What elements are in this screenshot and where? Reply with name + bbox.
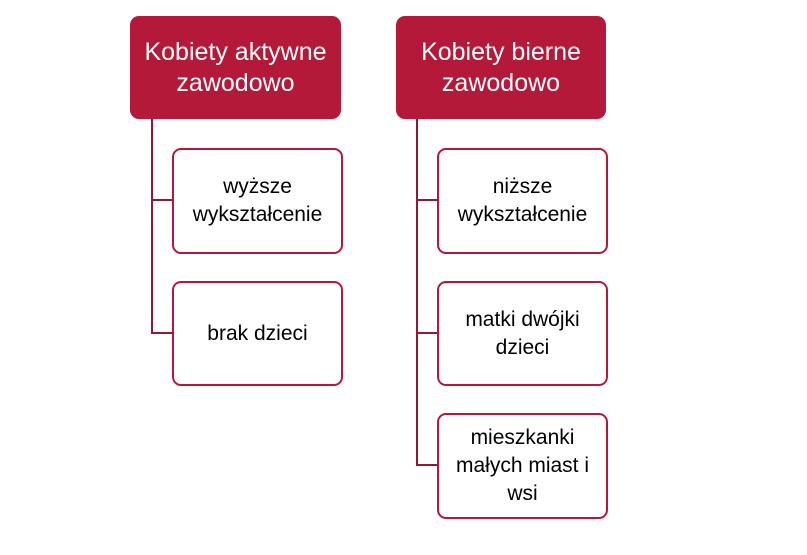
- connector-vertical: [416, 119, 418, 466]
- child-node: brak dzieci: [172, 281, 343, 386]
- child-node: wyższe wykształcenie: [172, 148, 343, 254]
- group-header-inactive: Kobiety bierne zawodowo: [396, 16, 606, 119]
- connector-horizontal: [416, 464, 438, 466]
- connector-horizontal: [151, 332, 173, 334]
- connector-horizontal: [416, 332, 438, 334]
- child-node: mieszkanki małych miast i wsi: [437, 413, 608, 519]
- child-node: niższe wykształcenie: [437, 148, 608, 254]
- group-header-active: Kobiety aktywne zawodowo: [130, 16, 341, 119]
- connector-horizontal: [416, 199, 438, 201]
- connector-vertical: [151, 119, 153, 334]
- child-node: matki dwójki dzieci: [437, 281, 608, 386]
- connector-horizontal: [151, 199, 173, 201]
